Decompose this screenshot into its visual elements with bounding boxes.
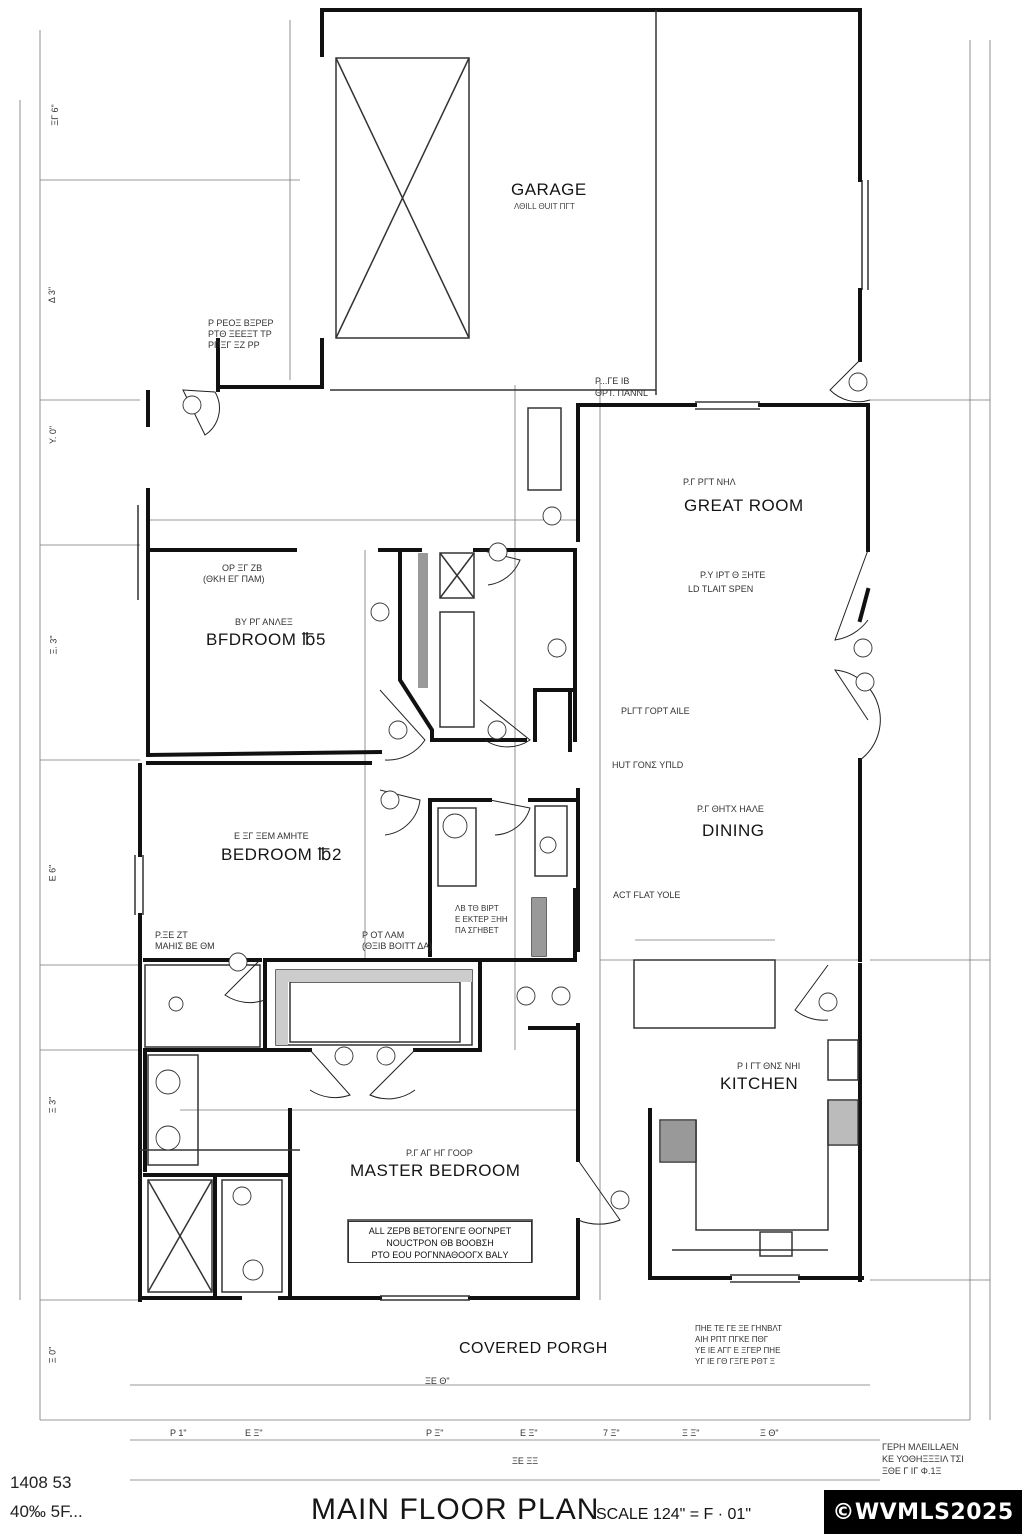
kitchen-top-note: Ρ Ι ΓΤ ΘΝΣ ΝΗΙ (737, 1061, 801, 1071)
master-note-box: ALL ZΕΡΒ ΒΕΤΟΓΕΝΓΕ ΘΟΓΝΡΕΤ ΝΟUCΤΡΟΝ ΘΒ Β… (348, 1221, 532, 1263)
dining-top-note: Ρ.Γ ΘΗΤΧ ΗΑΛΕ (697, 804, 764, 814)
dim-bottom-6: Ξ Ξ" (682, 1428, 700, 1438)
garage-label: GARAGE (511, 180, 587, 199)
kitchen-label: KITCHEN (720, 1074, 799, 1093)
bedroom3-top-note: ΟΡ ΞΓ ΖΒ (222, 563, 263, 573)
dim-left-2: Δ 3" (47, 286, 58, 304)
thin-walls (140, 10, 859, 1301)
dimension-lines (19, 20, 991, 1481)
great-room-mid-note: Ρ.Υ ΙΡΤ Θ ΞΗΤΕ (700, 570, 766, 580)
great-room-label: GREAT ROOM (684, 496, 804, 515)
bedroom2-label: BEDROOM ℔2 (221, 845, 342, 864)
plan-scale: SCALE 124" = F · 01" (596, 1506, 751, 1523)
act-flat-yole-note: ΑCΤ FLΑΤ ΥΟLΕ (613, 890, 681, 900)
dim-left-1: ΞΓ 6" (49, 104, 60, 126)
fixtures-shaded (276, 553, 857, 1161)
garage-sub: ΛΘΙLL ΘUIT ΠΓΤ (514, 202, 575, 211)
copyright-watermark: ©WVMLS2025 (824, 1490, 1022, 1534)
dim-bottom-1: Ρ 1" (170, 1428, 187, 1438)
bedroom3-sub-note: (ΘΚΗ ΕΓ ΠΑΜ) (203, 574, 265, 584)
plan-title: MAIN FLOOR PLAN (311, 1493, 600, 1526)
dim-porch-width: ΞΕ Θ" (425, 1376, 450, 1386)
dim-left-5: Ε 6" (47, 864, 58, 882)
dim-bottom-3: Ρ Ξ" (426, 1428, 444, 1438)
dim-overall-bottom: ΞΕ ΞΞ (512, 1456, 539, 1466)
stats-line-1: 1408 53 (10, 1473, 72, 1492)
master-top-note: Ρ.Γ ΑΓ ΗΓ ΓΟΟΡ (406, 1148, 473, 1158)
hut-ions-yuild-note: ΗUΤ ΓΟΝΣ ΥΠLD (612, 760, 684, 770)
garage-door-note: Ρ...ΓΕ ΙΒ ΘΡΤ. ΠΑΝΝL (595, 376, 649, 398)
covered-porch-label: COVERED PORGH (459, 1340, 608, 1357)
bedroom3-label: BFDROOM ℔5 (206, 630, 326, 649)
corner-note: ΓΕΡΗ ΜΛΕΙLLΑΕΝ ΚΕ ΥΟΘΗΞΞΞΙΛ ΤΣΙ ΞΘΕ Γ ΙΓ… (882, 1442, 964, 1476)
hall-note: ΛΒ ΤΘ ΒΙΡΤ Ε ΕΚΤΕΡ ΞΗΗ ΠΑ ΣΓΗΒΕΤ (455, 904, 508, 935)
door-swings (182, 359, 881, 1225)
dim-bottom-5: 7 Ξ" (603, 1428, 620, 1438)
closet-note: Ρ ΟΤ ΛΑΜ (ΘΞΙΒ ΒΟΙΤΤ ΔΑ) (362, 930, 433, 951)
plt-lors-aile-note: ΡLΓΤ ΓΟΡΤ ΑΙLΕ (621, 706, 690, 716)
dim-left-6: Ξ 3" (47, 1096, 58, 1114)
porch-note: ΠΗΕ ΤΕ ΓΕ ΞΕ ΓΗΝΒΛΤ ΑΙΗ ΡΠΤ ΠΓΚΕ ΠΘΓ ΥΕ … (695, 1324, 783, 1366)
bedroom3-mid-note: ΒΥ ΡΓ ΑΝΛΕΞ (235, 617, 293, 627)
stats-line-2: 40‰ 5F... (10, 1502, 83, 1521)
tag-circles (155, 372, 875, 1281)
garage-left-note: Ρ ΡΕΟΞ ΒΞΡΕΡ ΡΤΘ ΞΕΕΞΤ ΤΡ ΡΠΞΓ ΞΖ ΡΡ (208, 318, 274, 350)
bedroom2-top-note: Ε ΞΓ ΞΕΜ ΑΜΗΤΕ (234, 831, 309, 841)
dim-bottom-4: Ε Ξ" (520, 1428, 538, 1438)
dim-left-3: Υ. 0" (48, 425, 59, 445)
dim-bottom-7: Ξ Θ" (760, 1428, 779, 1438)
great-room-top-note: Ρ.Γ ΡΓΤ ΝΗΛ (683, 477, 736, 487)
dim-left-7: Ξ 0" (47, 1346, 58, 1364)
dim-bottom-2: Ε Ξ" (245, 1428, 263, 1438)
windows (134, 180, 869, 1283)
dining-label: DINING (702, 821, 765, 840)
master-bedroom-label: MASTER BEDROOM (350, 1161, 521, 1180)
walls (138, 8, 871, 1302)
bath-left-note: Ρ.ΞΕ ΖΤ ΜΑΗΙΣ ΒΕ ΘΜ (155, 930, 215, 951)
dim-left-4: Ξ. 3" (48, 635, 59, 655)
great-room-sub: LD TLAIT SPEN (688, 584, 754, 594)
